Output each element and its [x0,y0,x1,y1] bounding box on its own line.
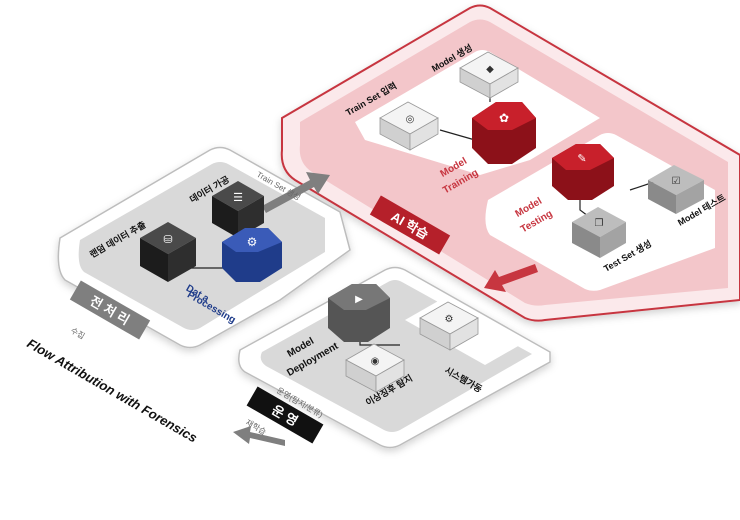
node-model-training[interactable]: ✿ [472,102,536,164]
diagram-title: Flow Attribution with Forensics [25,336,200,446]
node-data-processing-step[interactable]: ☰ [212,181,264,238]
target-icon: ◎ [406,114,415,125]
cube-icon: ◆ [486,64,494,75]
gear-icon: ⚙ [247,235,258,249]
gear-icon: ⚙ [445,314,454,325]
checklist-icon: ✎ [577,153,586,165]
checkbox-icon: ☑ [672,176,681,187]
node-system-operation[interactable]: ⚙ [419,301,479,351]
preprocess-tag: 수집 [69,325,87,341]
node-random-sampling[interactable]: ⛁ [140,222,196,282]
node-model-test[interactable]: ☑ [648,165,704,214]
eye-icon: ◉ [371,356,380,367]
node-anomaly-detection[interactable]: ◉ [345,343,405,393]
copy-icon: ❐ [595,218,604,229]
flow-arrow-to-operation [484,264,538,292]
flow-arrow-retrain [233,426,285,446]
node-data-processing[interactable]: ⚙ [222,228,282,282]
network-icon: ✿ [499,111,509,125]
node-model-deployment[interactable]: ▶ [328,284,390,342]
database-icon: ⛁ [163,234,172,246]
node-test-set-generation[interactable]: ❐ [572,207,626,258]
flow-arrow-to-ai [262,172,330,213]
node-train-set-input[interactable]: ◎ [379,101,439,151]
node-model-testing[interactable]: ✎ [552,144,614,200]
list-icon: ☰ [233,192,243,204]
node-model-generation[interactable]: ◆ [459,51,519,99]
play-icon: ▶ [355,294,363,305]
